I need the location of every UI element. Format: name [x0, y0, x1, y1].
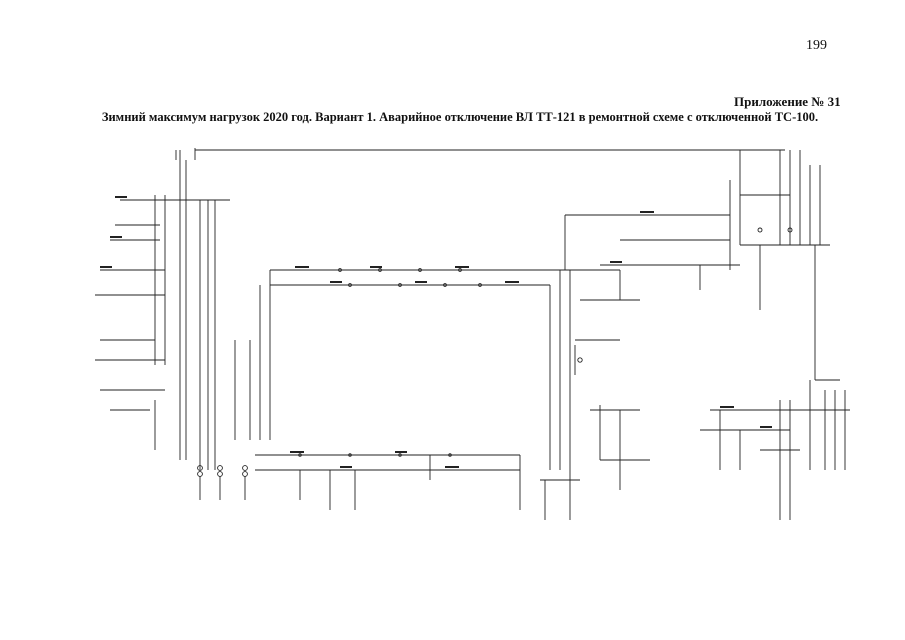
page-number: 199 [806, 38, 827, 53]
page-title: Зимний максимум нагрузок 2020 год. Вариа… [101, 110, 819, 124]
appendix-label: Приложение № 31 [734, 94, 841, 109]
